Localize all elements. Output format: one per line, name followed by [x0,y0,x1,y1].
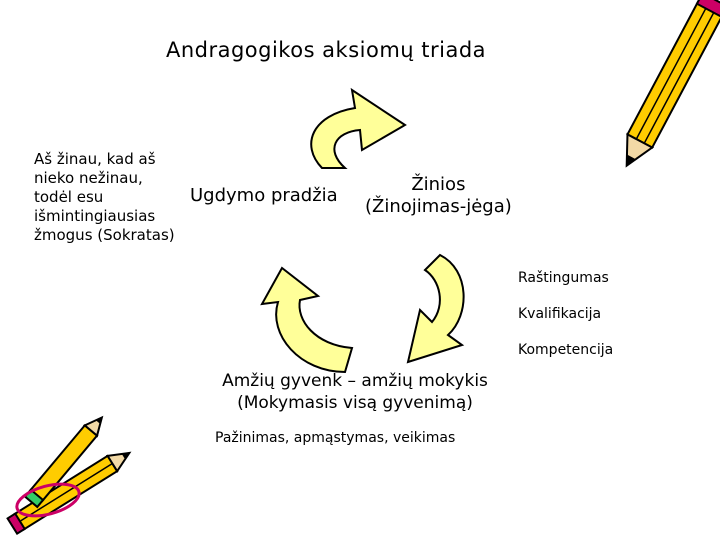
quote-line: Aš žinau, kad aš [34,150,156,168]
socrates-quote: Aš žinau, kad aš nieko nežinau, todėl es… [34,150,194,245]
node-lifelong-subtitle: Pažinimas, apmąstymas, veikimas [215,430,456,446]
diagram-title: Andragogikos aksiomų triada [165,38,487,62]
node-knowledge-line: Žinios [411,174,466,195]
curved-arrow-left [260,266,354,374]
curved-arrow-right [406,253,465,364]
quote-line: todėl esu [34,188,104,206]
list-item: Kompetencija [518,342,614,358]
curved-arrow-top [310,87,407,169]
quote-line: nieko nežinau, [34,169,143,187]
node-education-start: Ugdymo pradžia [190,185,338,206]
node-lifelong-learning: Amžių gyvenk – amžių mokykis (Mokymasis … [205,370,505,414]
list-item: Raštingumas [518,270,609,286]
pencil-icon [15,482,81,518]
quote-line: žmogus (Sokratas) [34,226,175,244]
quote-line: išmintingiausias [34,207,156,225]
pencil-icon [625,0,720,168]
node-lifelong-line: Amžių gyvenk – amžių mokykis [222,371,488,391]
node-lifelong-line: (Mokymasis visą gyvenimą) [237,393,473,413]
competence-list: Raštingumas Kvalifikacija Kompetencija [518,266,613,374]
list-item: Kvalifikacija [518,306,602,322]
node-knowledge-line: (Žinojimas-jėga) [365,196,512,217]
node-knowledge: Žinios (Žinojimas-jėga) [365,174,512,218]
